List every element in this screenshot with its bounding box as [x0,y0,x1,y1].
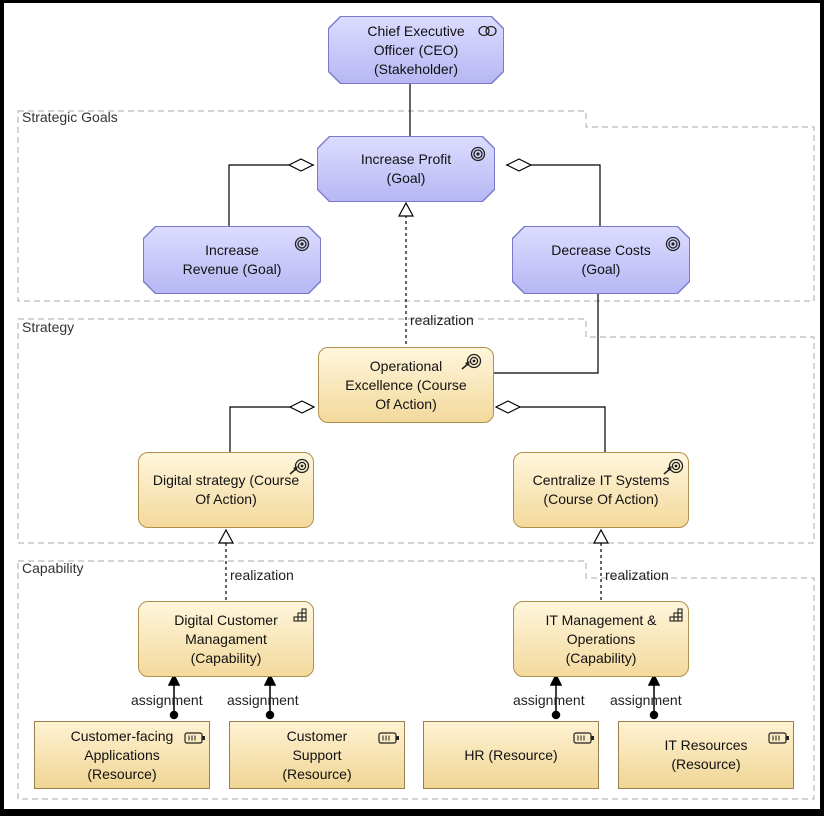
group-label-strategic-goals: Strategic Goals [22,109,118,125]
it-management-node[interactable]: IT Management & Operations (Capability) [513,601,689,677]
diamond-profit-right [505,158,533,172]
increase-profit-label: Increase Profit (Goal) [360,151,452,186]
capability-icon-digital [292,608,308,626]
decrease-costs-node[interactable]: Decrease Costs (Goal) [513,227,689,293]
diamond-profit-left [287,158,315,172]
connectors-layer [17,83,815,800]
association-costs-opex [494,293,599,374]
customer-facing-node[interactable]: Customer-facing Applications (Resource) [34,721,210,789]
aggregation-opex-digital [229,406,314,455]
group-frame-strategy [17,318,815,544]
group-label-strategy: Strategy [22,319,75,335]
capability-icon-it [668,608,684,626]
ceo-label: Chief Executive Officer (CEO) (Stakehold… [367,22,465,77]
assignment-label-2: assignment [227,692,299,708]
it-management-label: IT Management & Operations (Capability) [545,611,657,666]
increase-revenue-node[interactable]: Increase Revenue (Goal) [144,227,320,293]
operational-excellence-label: Operational Excellence (Course Of Action… [345,357,467,412]
centralize-it-node[interactable]: Centralize IT Systems (Course Of Action) [513,452,689,528]
assignment-arrow-1 [167,673,181,686]
resource-icon-customer-support [378,732,400,746]
customer-facing-label: Customer-facing Applications (Resource) [70,727,174,782]
decrease-costs-label: Decrease Costs (Goal) [551,242,651,277]
customer-support-node[interactable]: Customer Support (Resource) [229,721,405,789]
ceo-node[interactable]: Chief Executive Officer (CEO) (Stakehold… [329,17,503,83]
diamond-opex-left [288,400,316,414]
goal-icon-revenue [294,236,310,254]
realization-label-3: realization [605,567,669,583]
resource-icon-hr [573,732,595,746]
assignment-arrow-3 [549,673,563,686]
realization-label-1: realization [410,312,474,328]
hr-label: HR (Resource) [464,746,558,763]
goal-icon-costs [665,236,681,254]
diagram-canvas: Strategic Goals Strategy Capability Chie… [4,3,820,809]
course-of-action-icon-digital [288,458,310,478]
digital-strategy-node[interactable]: Digital strategy (Course Of Action) [138,452,314,528]
goal-icon-profit [470,146,486,164]
customer-support-label: Customer Support (Resource) [282,727,352,782]
centralize-it-label: Centralize IT Systems (Course Of Action) [532,472,670,507]
it-resources-node[interactable]: IT Resources (Resource) [618,721,794,789]
realization-arrow-2 [217,528,235,544]
course-of-action-icon-centralize [662,458,684,478]
group-frame-strategic-goals [17,110,815,302]
assignment-label-4: assignment [610,692,682,708]
stakeholder-icon [478,25,498,39]
operational-excellence-node[interactable]: Operational Excellence (Course Of Action… [318,347,494,423]
aggregation-opex-centralize [506,406,606,455]
assignment-dot-4 [649,710,659,720]
assignment-arrow-2 [263,673,277,686]
assignment-dot-3 [551,710,561,720]
diamond-opex-right [494,400,522,414]
aggregation-profit-costs [506,164,601,229]
digital-strategy-label: Digital strategy (Course Of Action) [152,472,300,507]
realization-arrow-3 [592,528,610,544]
realization-arrow-1 [397,201,415,217]
assignment-dot-1 [169,710,179,720]
it-resources-label: IT Resources (Resource) [664,737,748,772]
group-label-capability: Capability [22,560,84,576]
realization-label-2: realization [230,567,294,583]
assignment-arrow-4 [647,673,661,686]
course-of-action-icon-opex [460,353,482,373]
resource-icon-customer-facing [184,732,206,746]
increase-revenue-label: Increase Revenue (Goal) [182,242,282,277]
hr-node[interactable]: HR (Resource) [423,721,599,789]
resource-icon-it-resources [768,732,790,746]
assignment-dot-2 [265,710,275,720]
assignment-label-1: assignment [131,692,203,708]
group-frame-capability [17,560,815,800]
aggregation-profit-revenue [228,164,314,229]
digital-customer-node[interactable]: Digital Customer Managament (Capability) [138,601,314,677]
increase-profit-node[interactable]: Increase Profit (Goal) [318,137,494,201]
assignment-label-3: assignment [513,692,585,708]
digital-customer-label: Digital Customer Managament (Capability) [174,611,278,666]
